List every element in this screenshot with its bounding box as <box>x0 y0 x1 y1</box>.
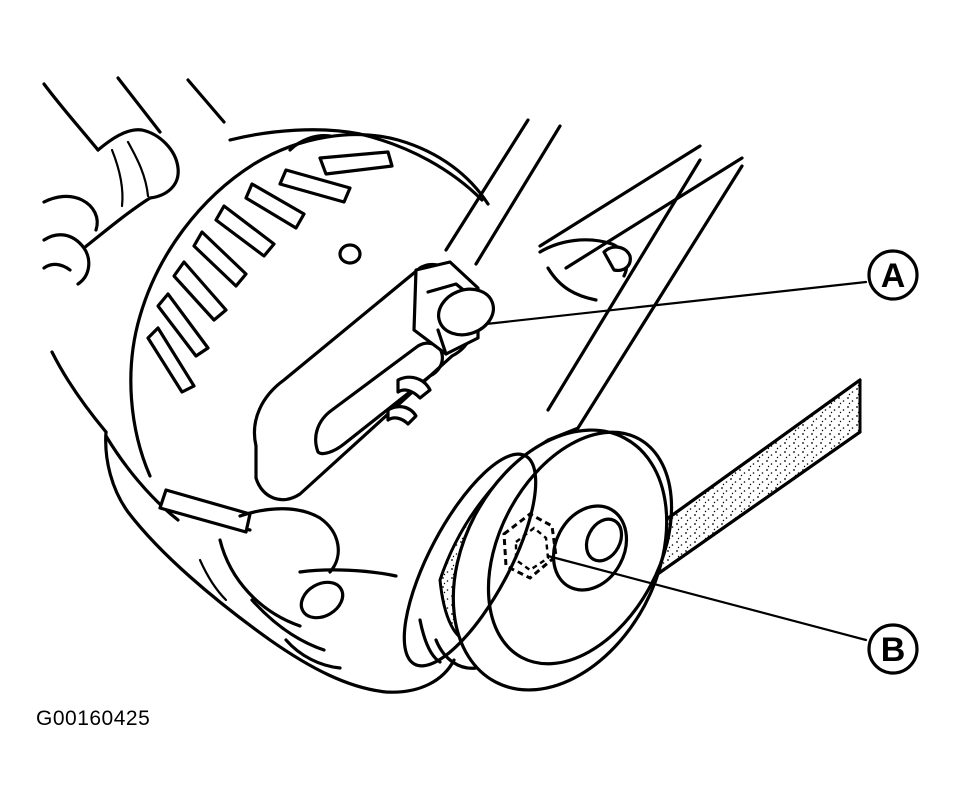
pulley-nut-b <box>502 512 558 580</box>
callout-a: A <box>867 249 919 301</box>
alternator-pulley <box>402 428 674 692</box>
callout-a-label: A <box>881 257 906 295</box>
figure-id: G00160425 <box>36 707 151 730</box>
leader-line-b <box>546 554 868 642</box>
hand-outline <box>42 76 226 286</box>
callout-b: B <box>867 623 919 675</box>
cooling-vents <box>146 150 394 394</box>
callout-b-label: B <box>881 631 906 669</box>
adjusting-bolt-a <box>412 260 495 356</box>
leader-line-a <box>484 280 868 326</box>
alternator-housing <box>50 128 632 694</box>
